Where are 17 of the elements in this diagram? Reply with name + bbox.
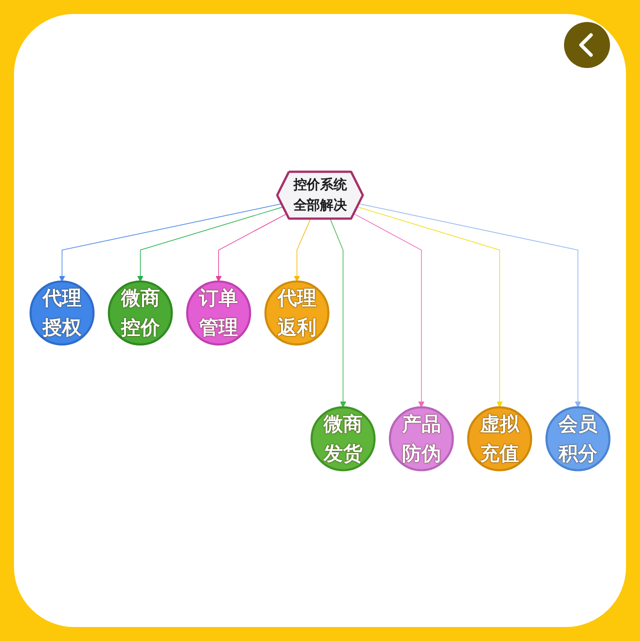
arrow xyxy=(58,202,282,282)
node-circle xyxy=(467,406,532,471)
arrow xyxy=(358,202,582,408)
arrow xyxy=(330,218,346,408)
node-circle xyxy=(310,406,376,471)
arrow xyxy=(294,218,311,282)
node-circle xyxy=(186,280,252,345)
node-circle xyxy=(108,280,173,345)
panel-background: 控价系统全部解决 代理授权 微商发货 微商控价 产品防伪 订单管理 虚拟充值 代理返利 会员积分 xyxy=(14,14,626,627)
arrow xyxy=(216,212,287,282)
arrow xyxy=(354,212,424,408)
node-circle xyxy=(264,280,330,345)
arrow xyxy=(357,206,503,408)
node-circle xyxy=(545,406,610,471)
node-circle xyxy=(388,406,454,471)
arrow xyxy=(137,206,284,282)
node-circle xyxy=(30,280,95,345)
